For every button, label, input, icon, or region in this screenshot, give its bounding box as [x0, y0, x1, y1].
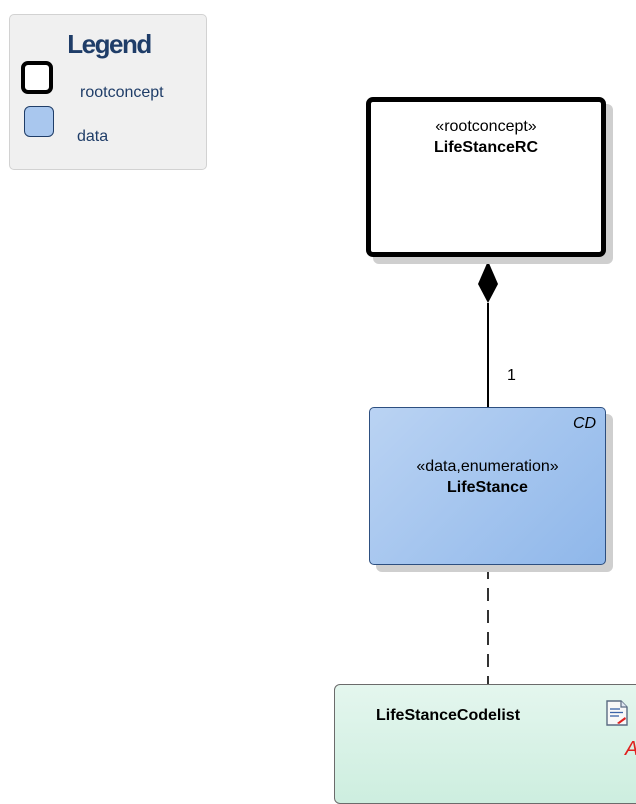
legend-swatch-rootconcept — [21, 61, 53, 94]
codelist-class-tag: A — [625, 738, 636, 761]
connector-lines — [478, 261, 498, 684]
rootconcept-class[interactable] — [366, 97, 606, 257]
codelist-class[interactable] — [334, 684, 636, 804]
legend-label-data: data — [77, 128, 109, 145]
rootconcept-stereotype: «rootconcept» — [435, 118, 537, 135]
multiplicity-label: 1 — [507, 367, 516, 384]
data-class-name: LifeStance — [447, 479, 528, 496]
legend-label-rootconcept: rootconcept — [80, 84, 164, 101]
codelist-class-name: LifeStanceCodelist — [376, 707, 521, 724]
rootconcept-name: LifeStanceRC — [433, 139, 539, 156]
document-icon — [606, 700, 628, 726]
data-enumeration-class[interactable] — [369, 407, 606, 565]
legend-title: Legend — [67, 29, 152, 59]
composition-diamond — [478, 261, 498, 303]
data-class-tag: CD — [573, 415, 597, 432]
legend-swatch-data — [24, 106, 54, 137]
data-class-stereotype: «data,enumeration» — [416, 458, 559, 475]
